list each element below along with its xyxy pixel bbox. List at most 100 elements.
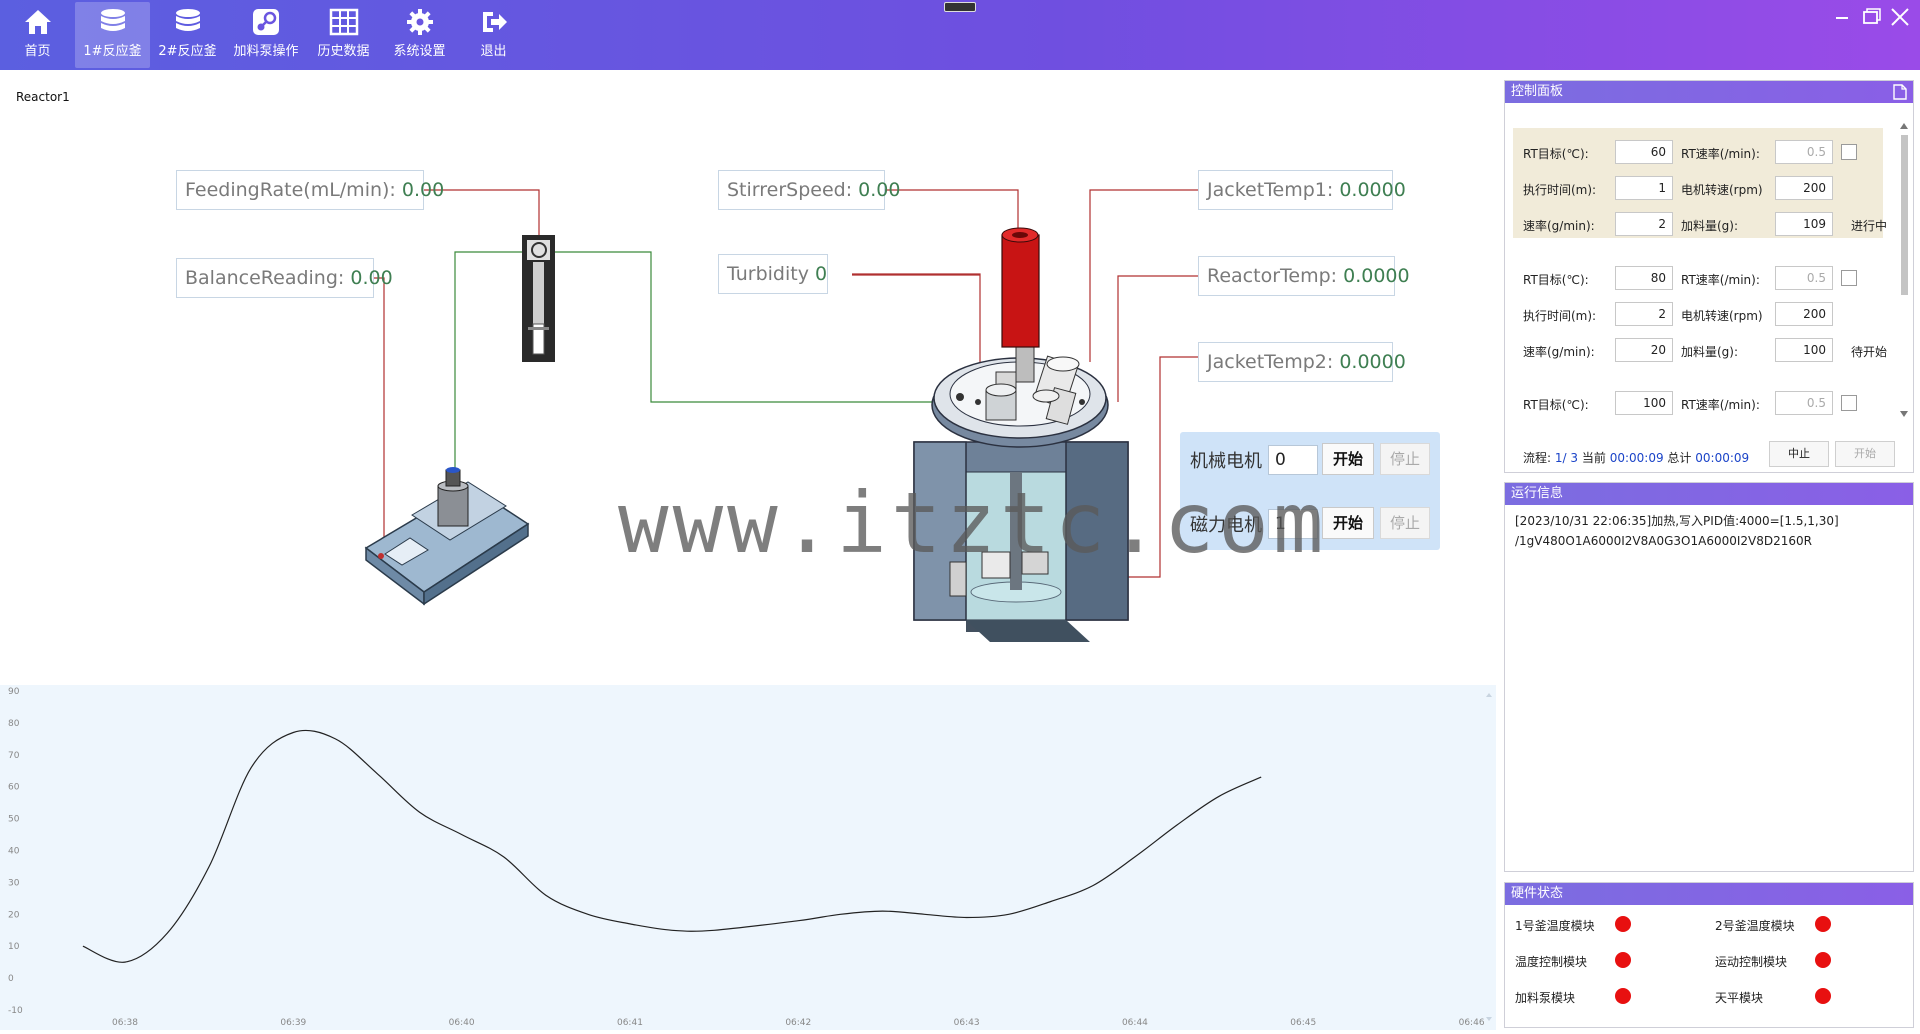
motor-speed-input[interactable]: 200 <box>1775 176 1833 200</box>
exec-time-input[interactable]: 2 <box>1615 302 1673 326</box>
motor-control-panel: 机械电机 0 开始 停止 磁力电机 1 开始 停止 <box>1180 432 1440 550</box>
x-tick-label: 06:41 <box>617 1018 643 1028</box>
step-row: RT目标(℃): 60 RT速率(/min): 0.5 <box>1513 138 1883 168</box>
process-schematic <box>364 189 1198 642</box>
rt-rate-checkbox[interactable] <box>1841 270 1857 286</box>
x-tick-label: 06:46 <box>1459 1018 1485 1028</box>
jacket-temp1-label: JacketTemp1: <box>1207 179 1334 201</box>
rate-input[interactable]: 2 <box>1615 212 1673 236</box>
rt-rate-input[interactable]: 0.5 <box>1775 140 1833 164</box>
rt-rate-label: RT速率(/min): <box>1681 147 1760 161</box>
flow-total-time: 00:00:09 <box>1695 451 1750 465</box>
reactor-vessel <box>913 227 1129 642</box>
control-panel-scrollbar[interactable] <box>1899 121 1909 421</box>
restore-icon[interactable] <box>1858 6 1886 28</box>
rt-target-input[interactable]: 100 <box>1615 391 1673 415</box>
nav-reactor-2[interactable]: 2#反应釜 <box>150 2 225 68</box>
feed-input[interactable]: 100 <box>1775 338 1833 362</box>
hardware-module-label: 2号釜温度模块 <box>1715 919 1795 933</box>
top-navigation-bar: 首页 1#反应釜 2#反应釜 加料泵操作 <box>0 0 1920 70</box>
nav-history[interactable]: 历史数据 <box>306 2 381 68</box>
y-tick-label: 70 <box>8 751 20 761</box>
magnetic-motor-start-button[interactable]: 开始 <box>1322 507 1374 539</box>
control-panel-title-text: 控制面板 <box>1511 84 1564 99</box>
y-tick-label: 50 <box>8 815 20 825</box>
flow-total-label: 总计 <box>1667 451 1692 465</box>
reactor-temp-readout: ReactorTemp: 0.0000 <box>1198 256 1410 296</box>
mechanical-motor-input[interactable]: 0 <box>1268 445 1318 475</box>
x-tick-label: 06:43 <box>954 1018 980 1028</box>
minimize-icon[interactable] <box>1828 6 1856 28</box>
start-flow-button[interactable]: 开始 <box>1835 441 1895 467</box>
reactor-work-area: Reactor1 <box>0 72 1496 1032</box>
status-indicator <box>1815 952 1831 968</box>
x-tick-label: 06:39 <box>280 1018 306 1028</box>
rt-target-input[interactable]: 60 <box>1615 140 1673 164</box>
nav-pump-operation[interactable]: 加料泵操作 <box>228 2 304 68</box>
stirrer-speed-readout: StirrerSpeed: 0.00 <box>718 170 900 210</box>
chart-scroll-down-icon[interactable] <box>1486 1017 1492 1021</box>
rate-input[interactable]: 20 <box>1615 338 1673 362</box>
step-row: RT目标(℃): 100 RT速率(/min): 0.5 <box>1513 389 1883 419</box>
rt-target-label: RT目标(℃): <box>1523 273 1589 287</box>
y-tick-label: 10 <box>8 942 20 952</box>
hardware-module-label: 加料泵模块 <box>1515 991 1576 1005</box>
nav-settings[interactable]: 系统设置 <box>382 2 457 68</box>
nav-home-label: 首页 <box>24 44 51 59</box>
database-icon <box>100 9 125 31</box>
exec-time-input[interactable]: 1 <box>1615 176 1673 200</box>
y-tick-label: -10 <box>8 1006 23 1016</box>
drag-handle[interactable] <box>944 2 976 12</box>
exec-time-label: 执行时间(m): <box>1523 183 1597 197</box>
x-tick-label: 06:45 <box>1290 1018 1316 1028</box>
log-line: /1gV480O1A6000I2V8A0G3O1A6000I2V8D2160R <box>1515 534 1812 548</box>
document-icon[interactable] <box>1893 84 1907 100</box>
feeding-rate-readout: FeedingRate(mL/min): 0.00 <box>176 170 444 210</box>
hardware-module-label: 天平模块 <box>1715 991 1764 1005</box>
status-indicator <box>1615 988 1631 1004</box>
status-indicator <box>1615 916 1631 932</box>
chart-scroll-up-icon[interactable] <box>1486 693 1492 697</box>
nav-settings-label: 系统设置 <box>393 44 446 59</box>
mechanical-motor-stop-button[interactable]: 停止 <box>1380 443 1430 475</box>
feeding-rate-value: 0.00 <box>401 179 445 201</box>
nav-reactor-1[interactable]: 1#反应釜 <box>75 2 150 68</box>
turbidity-readout: Turbidity 0 <box>718 254 828 294</box>
rt-rate-input[interactable]: 0.5 <box>1775 266 1833 290</box>
jacket-temp2-readout: JacketTemp2: 0.0000 <box>1198 342 1406 382</box>
step-row: 执行时间(m): 2 电机转速(rpm) 200 <box>1513 300 1883 330</box>
mechanical-motor-start-button[interactable]: 开始 <box>1322 443 1374 475</box>
stirrer-speed-label: StirrerSpeed: <box>727 179 853 201</box>
step-status: 待开始 <box>1851 345 1888 359</box>
abort-button[interactable]: 中止 <box>1769 441 1829 467</box>
rt-rate-label: RT速率(/min): <box>1681 273 1760 287</box>
magnetic-motor-input[interactable]: 1 <box>1268 509 1318 539</box>
steam-icon <box>253 9 279 35</box>
feed-input[interactable]: 109 <box>1775 212 1833 236</box>
magnetic-motor-stop-button[interactable]: 停止 <box>1380 507 1430 539</box>
database-icon <box>175 9 200 31</box>
jacket-temp1-value: 0.0000 <box>1339 179 1406 201</box>
rt-target-input[interactable]: 80 <box>1615 266 1673 290</box>
rt-rate-checkbox[interactable] <box>1841 395 1857 411</box>
chart-background <box>0 685 1496 1030</box>
step-row: RT目标(℃): 80 RT速率(/min): 0.5 <box>1513 264 1883 294</box>
run-info-title: 运行信息 <box>1505 483 1913 505</box>
flow-status: 流程: 1/ 3 当前 00:00:09 总计 00:00:09 <box>1523 449 1749 466</box>
step-status: 进行中 <box>1851 219 1888 233</box>
nav-exit[interactable]: 退出 <box>456 2 531 68</box>
reactor-temp-value: 0.0000 <box>1343 265 1410 287</box>
series-line <box>82 729 1262 963</box>
rt-rate-input[interactable]: 0.5 <box>1775 391 1833 415</box>
x-tick-label: 06:42 <box>785 1018 811 1028</box>
turbidity-value: 0 <box>815 263 828 285</box>
nav-home[interactable]: 首页 <box>0 2 75 68</box>
y-tick-label: 60 <box>8 783 20 793</box>
close-icon[interactable] <box>1886 6 1914 28</box>
rt-rate-label: RT速率(/min): <box>1681 398 1760 412</box>
motor-speed-input[interactable]: 200 <box>1775 302 1833 326</box>
rt-rate-checkbox[interactable] <box>1841 144 1857 160</box>
